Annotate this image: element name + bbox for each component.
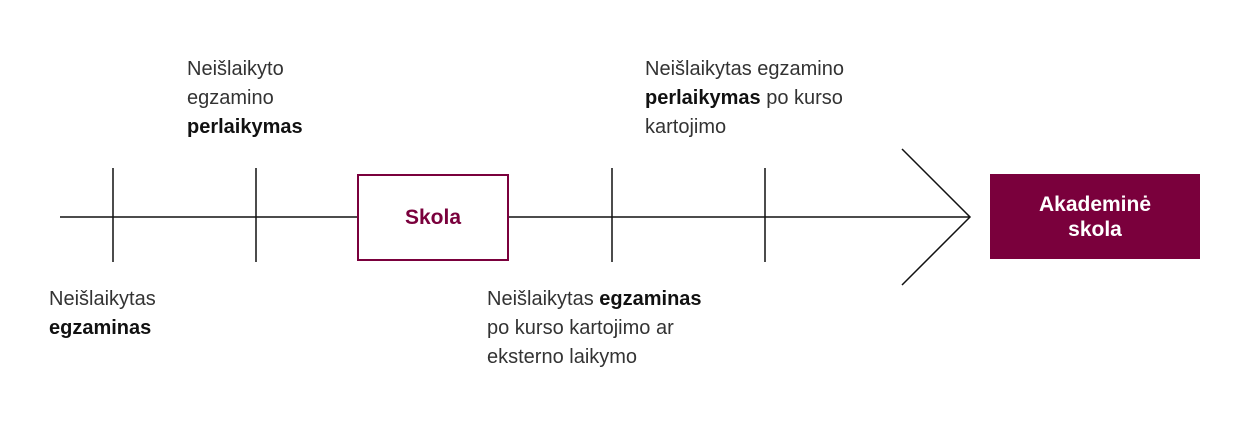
text: perlaikymas [645,87,761,109]
text: Neišlaikytas egzamino [645,58,844,80]
text: Neišlaikytas [49,288,156,310]
text: po kurso kartojimo ar [487,317,674,339]
text: egzaminas [599,288,702,310]
text: Akademinė [1038,192,1152,216]
text: kartojimo [645,116,727,138]
label-failed-retake: Neišlaikyto egzamino perlaikymas [187,55,303,142]
arrow-head-icon [901,148,972,286]
label-retake-after-course: Neišlaikytas egzamino perlaikymas po kur… [645,55,844,142]
label-failed-exam: Neišlaikytas egzaminas [49,285,156,343]
text: perlaikymas [187,116,303,138]
text: po kurso [760,87,843,109]
text: Neišlaikytas [487,288,600,310]
skola-box: Skola [357,174,509,261]
text: egzaminas [49,317,152,339]
label-failed-after-course: Neišlaikytas egzaminas po kurso kartojim… [487,285,702,372]
text: Neišlaikyto [187,58,284,80]
text: skola [1068,217,1122,241]
text: eksterno laikymo [487,346,638,368]
text: egzamino [187,87,274,109]
skola-label: Skola [404,206,462,229]
